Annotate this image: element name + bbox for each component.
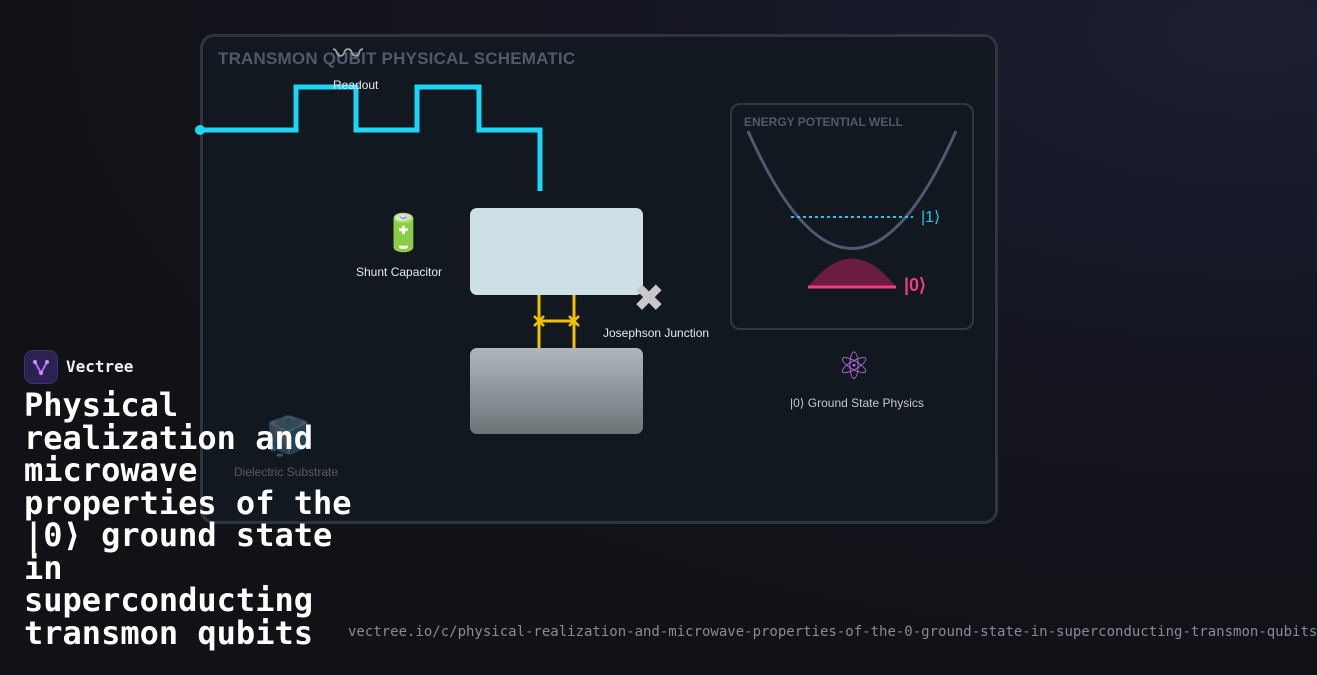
energy-well-inset: [730, 103, 974, 330]
readout-label: Readout: [333, 78, 379, 92]
ice-cube-icon: 🧊: [265, 414, 313, 458]
resonator-port: [195, 125, 205, 135]
potential-well-curve: [746, 130, 958, 250]
substrate-label: Dielectric Substrate: [234, 465, 339, 479]
diagram-canvas: [195, 84, 958, 348]
junction-label: Josephson Junction: [603, 326, 710, 340]
logo-mark-icon: [33, 360, 49, 376]
wave-icon: 〰: [333, 37, 363, 72]
capacitor-label: Shunt Capacitor: [356, 265, 443, 279]
ground-wavefunction: [808, 258, 896, 287]
junction-marker-right: [568, 315, 580, 327]
schematic-title: TRANSMON QUBIT PHYSICAL SCHEMATIC: [218, 49, 576, 68]
battery-icon: 🔋: [381, 213, 426, 254]
capacitor-pad-bottom: [470, 348, 643, 434]
page-headline: Physical realization and microwave prope…: [24, 386, 352, 652]
ground-state-label: |0⟩: [904, 275, 927, 295]
page-url: vectree.io/c/physical-realization-and-mi…: [348, 624, 1317, 640]
energy-well-title: ENERGY POTENTIAL WELL: [744, 115, 903, 129]
junction-marker-left: [533, 315, 545, 327]
atom-icon: ⚛: [837, 344, 872, 388]
ground-state-physics-label: |0⟩ Ground State Physics: [790, 396, 924, 410]
cross-mark-icon: ✖: [633, 276, 665, 320]
brand-name: Vectree: [66, 357, 134, 376]
readout-resonator-line: [200, 84, 543, 191]
excited-state-label: |1⟩: [921, 209, 941, 226]
brand-logo: [24, 350, 58, 384]
capacitor-pad-top: [470, 208, 643, 295]
